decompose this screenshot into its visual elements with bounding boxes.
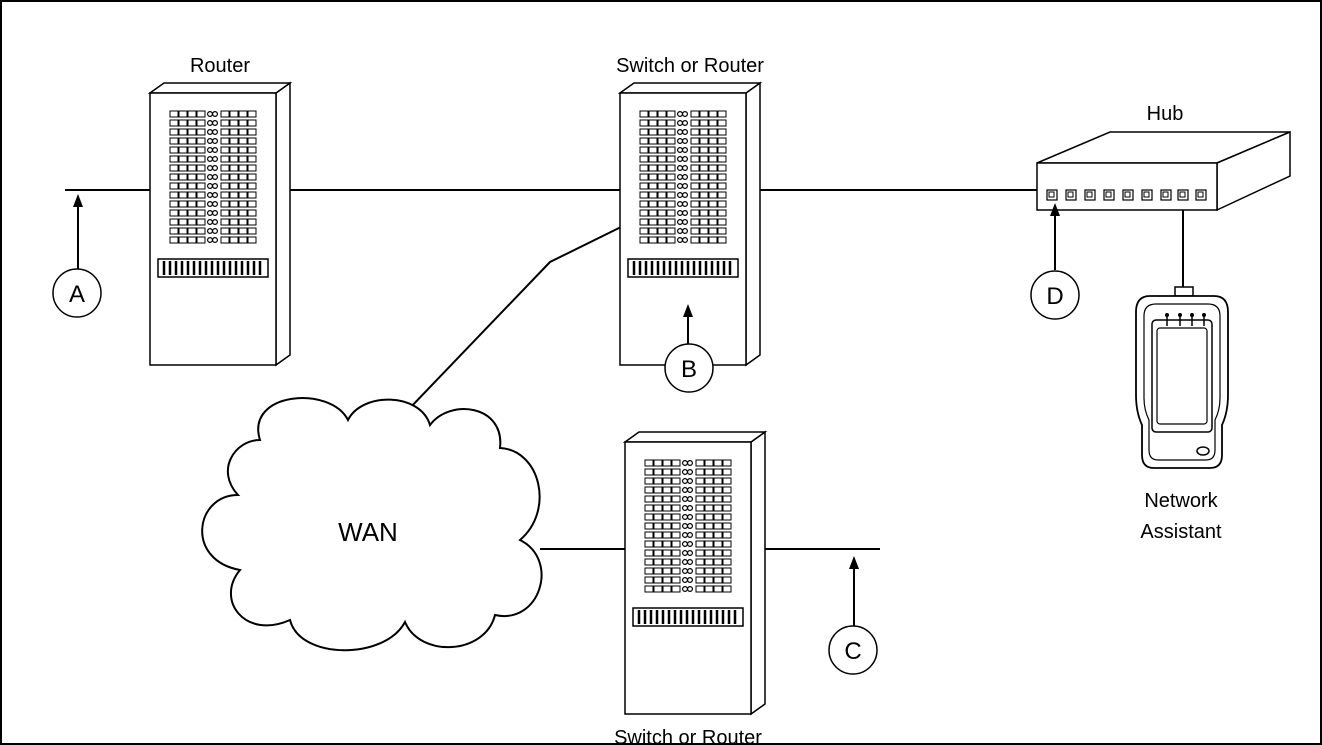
router-icon (150, 83, 290, 365)
callout-d: D (1030, 203, 1080, 320)
network-assistant: Network Assistant (1135, 286, 1229, 543)
wan: WAN (201, 397, 543, 652)
hub: Hub (1036, 103, 1291, 212)
tester-label-line2: Assistant (1140, 521, 1222, 543)
hub-icon (1036, 130, 1291, 212)
cloud-icon (201, 397, 543, 652)
router-top: Router (150, 55, 290, 365)
switch-bottom-label: Switch or Router (614, 727, 762, 745)
svg-text:B: B (681, 356, 697, 383)
tester-label-line1: Network (1144, 490, 1218, 512)
svg-text:C: C (844, 638, 861, 665)
switch-icon (620, 83, 760, 365)
wan-label: WAN (338, 517, 398, 547)
callout-b: B (664, 304, 714, 393)
callout-a: A (52, 194, 102, 318)
link-switch-wan (407, 226, 622, 411)
links (65, 189, 1184, 550)
switch-top: Switch or Router (616, 55, 764, 365)
router-top-label: Router (190, 55, 250, 77)
hub-label: Hub (1147, 103, 1184, 125)
svg-text:A: A (69, 281, 85, 308)
switch-bottom: Switch or Router (614, 432, 765, 745)
switch-top-label: Switch or Router (616, 55, 764, 77)
switch-icon (625, 432, 765, 714)
network-tester-icon (1135, 286, 1229, 469)
svg-text:D: D (1046, 283, 1063, 310)
callout-c: C (828, 556, 878, 675)
